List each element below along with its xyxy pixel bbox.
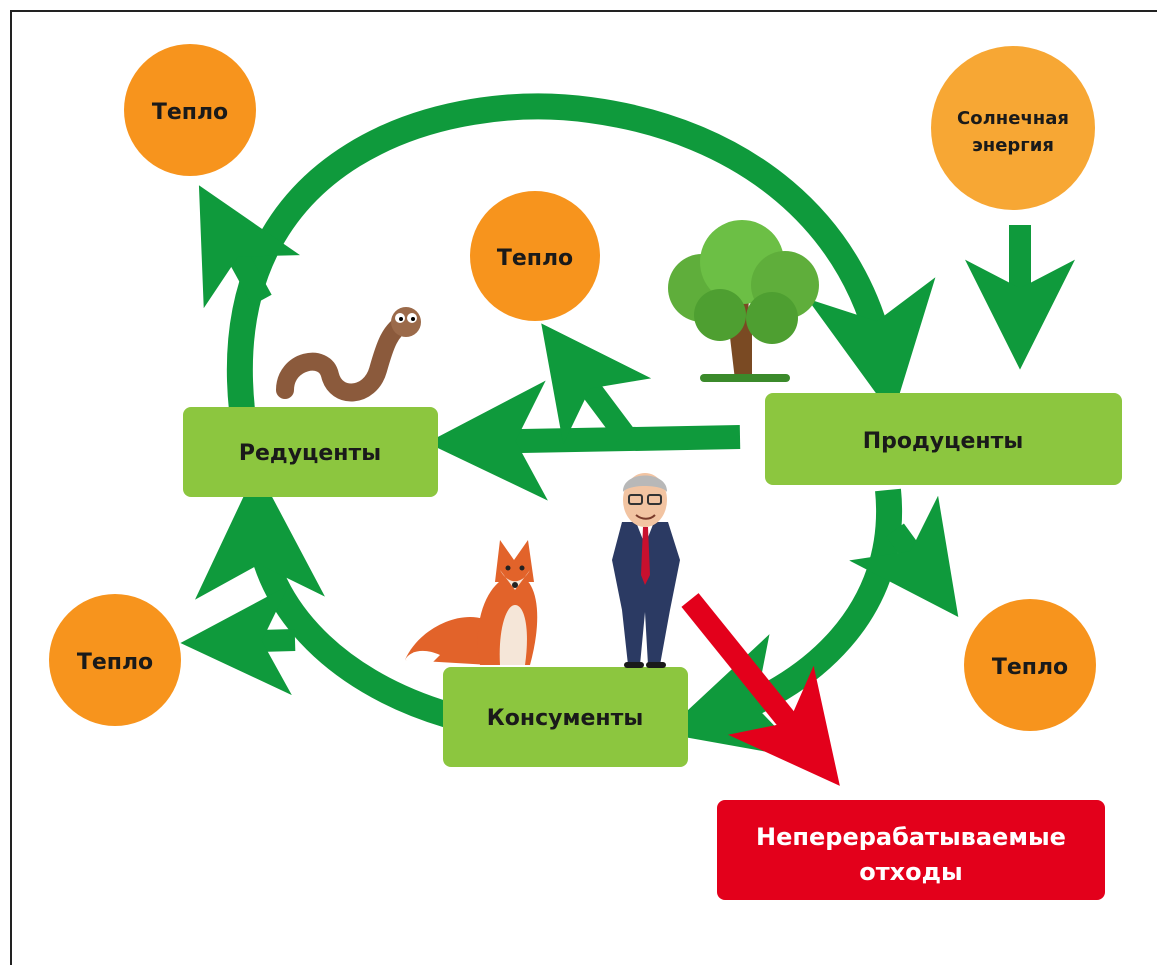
fox-illustration <box>405 540 538 665</box>
businessman-illustration <box>612 473 680 668</box>
svg-text:отходы: отходы <box>859 858 962 886</box>
svg-text:Продуценты: Продуценты <box>863 429 1023 454</box>
svg-text:Редуценты: Редуценты <box>239 441 381 466</box>
arrow-producers-to-reducers <box>426 380 741 501</box>
solar-energy-node: Солнечная энергия <box>931 46 1095 210</box>
waste-node: Неперерабатываемые отходы <box>717 800 1105 900</box>
svg-text:Тепло: Тепло <box>152 100 228 125</box>
reducers-node: Редуценты <box>183 407 438 497</box>
tree-illustration <box>668 220 819 382</box>
consumers-node: Консументы <box>443 667 688 767</box>
arrow-branch-to-heat-center <box>541 323 652 445</box>
arrow-reducers-to-heat <box>198 185 301 309</box>
heat-node-center: Тепло <box>470 191 600 321</box>
arrow-to-waste <box>681 593 840 786</box>
cycle-arc-left <box>195 468 452 728</box>
heat-node-bottom-right: Тепло <box>964 599 1096 731</box>
svg-text:Тепло: Тепло <box>992 655 1068 680</box>
heat-node-top-left: Тепло <box>124 44 256 176</box>
heat-node-bottom-left: Тепло <box>49 594 181 726</box>
svg-text:Неперерабатываемые: Неперерабатываемые <box>756 823 1066 851</box>
image-frame <box>10 10 1157 965</box>
worm-illustration <box>276 307 421 402</box>
svg-text:энергия: энергия <box>972 135 1054 156</box>
cycle-arc-right <box>663 488 903 759</box>
svg-text:Солнечная: Солнечная <box>957 108 1069 129</box>
producers-node: Продуценты <box>765 393 1122 485</box>
svg-text:Тепло: Тепло <box>77 650 153 675</box>
arrow-producers-to-heat <box>849 495 959 618</box>
svg-text:Консументы: Консументы <box>487 706 643 731</box>
arrow-consumers-to-heat <box>180 585 296 696</box>
svg-text:Тепло: Тепло <box>497 246 573 271</box>
